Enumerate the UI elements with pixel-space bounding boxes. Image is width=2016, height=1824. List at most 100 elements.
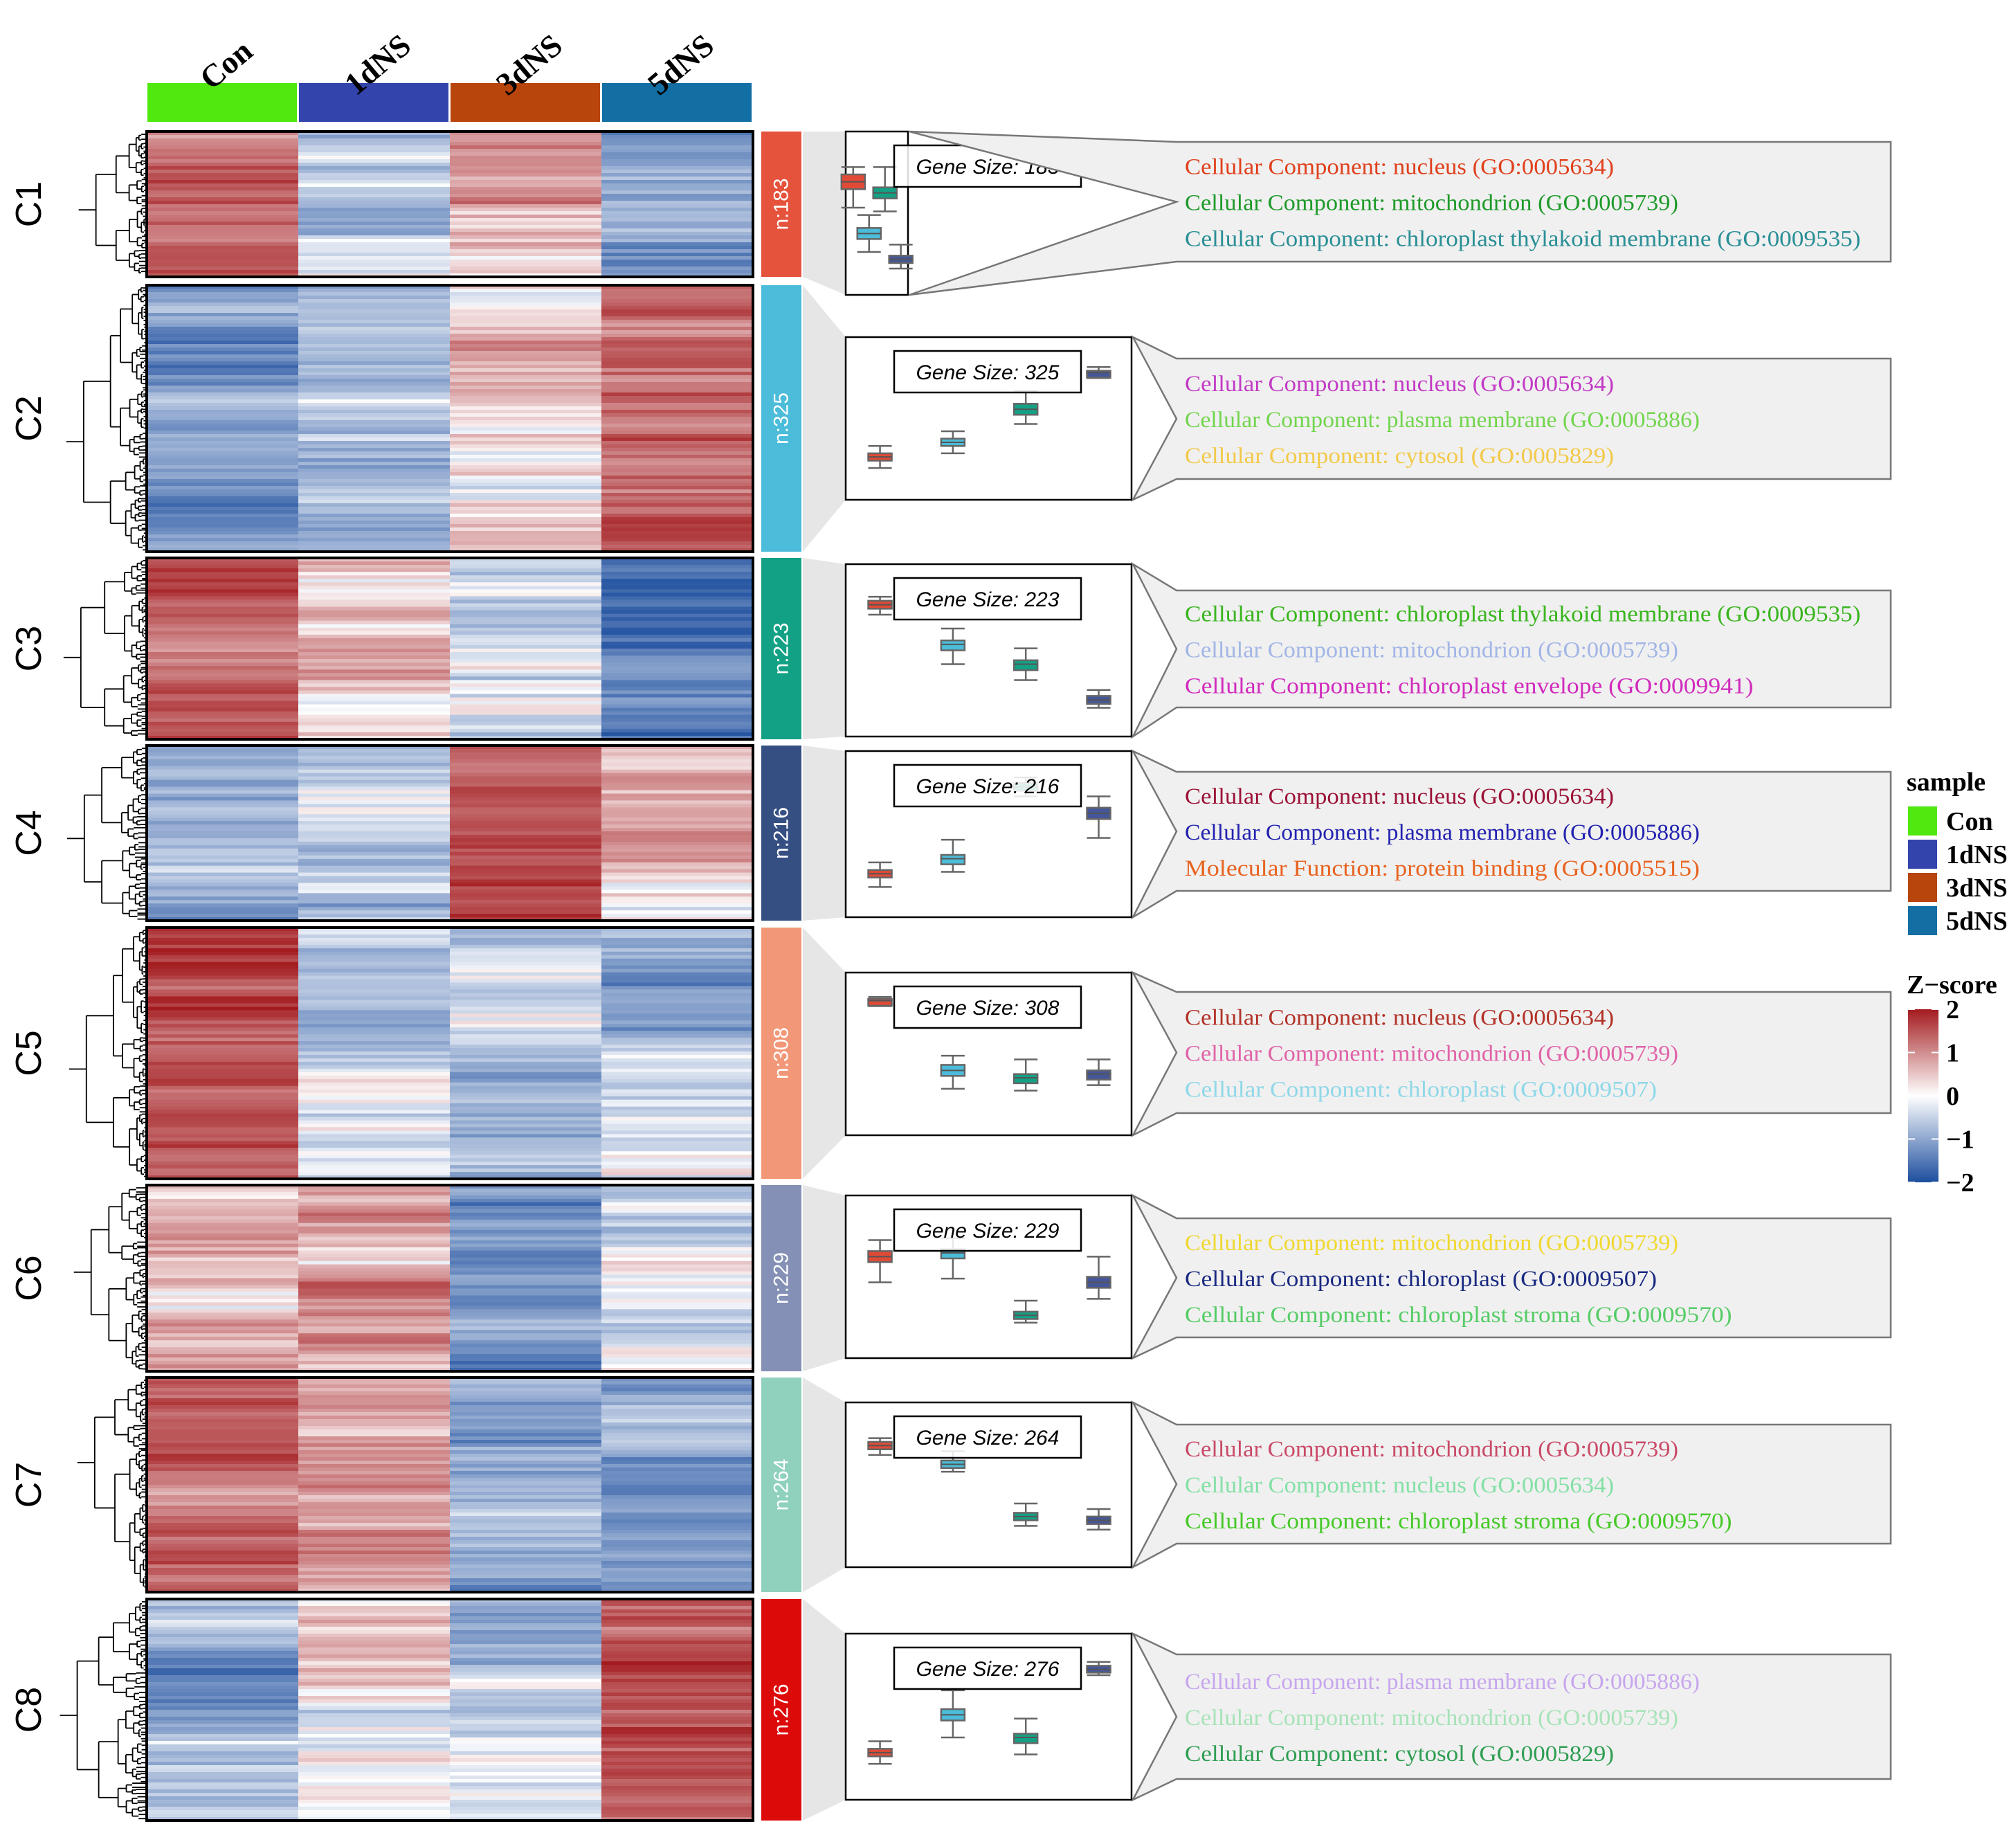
heatmap-cell	[601, 1509, 753, 1513]
heatmap-cell	[298, 1762, 450, 1766]
heatmap-cell	[147, 917, 298, 921]
heatmap-cell	[147, 197, 298, 201]
heatmap-cell	[450, 1250, 601, 1255]
heatmap-cell	[298, 1492, 450, 1496]
heatmap-cell	[147, 1814, 298, 1818]
heatmap-cell	[298, 1589, 450, 1593]
heatmap-cell	[601, 1654, 753, 1659]
heatmap-cell	[298, 194, 450, 198]
heatmap-cell	[450, 1589, 601, 1593]
heatmap-cell	[147, 1034, 298, 1038]
heatmap-cell	[298, 638, 450, 642]
heatmap-cell	[601, 1288, 753, 1293]
heatmap-cell	[147, 1616, 298, 1620]
heatmap-cell	[147, 928, 298, 932]
heatmap-cell	[147, 1789, 298, 1794]
heatmap-cell	[298, 910, 450, 914]
heatmap-cell	[298, 907, 450, 911]
heatmap-cell	[298, 368, 450, 372]
heatmap-cell	[601, 1330, 753, 1334]
heatmap-cell	[147, 1361, 298, 1365]
boxplot-panel: Gene Size: 183	[840, 130, 1082, 296]
heatmap-cell	[601, 472, 753, 476]
heatmap-cell	[147, 886, 298, 890]
heatmap-cell	[298, 1654, 450, 1659]
heatmap-cell	[147, 644, 298, 649]
heatmap-cell	[601, 1471, 753, 1475]
heatmap-cell	[147, 1378, 298, 1382]
heatmap-cell	[147, 330, 298, 334]
heatmap-cell	[450, 824, 601, 829]
heatmap-cell	[298, 1713, 450, 1717]
heatmap-cell	[147, 714, 298, 719]
heatmap-cell	[450, 1492, 601, 1496]
heatmap-cell	[450, 296, 601, 300]
heatmap-cell	[601, 773, 753, 777]
heatmap-cell	[601, 1616, 753, 1620]
heatmap-cell	[298, 725, 450, 730]
heatmap-cell	[601, 285, 753, 289]
heatmap-cell	[450, 1158, 601, 1162]
heatmap-cell	[601, 413, 753, 417]
heatmap-cell	[601, 197, 753, 201]
heatmap-cell	[147, 1323, 298, 1327]
heatmap-cell	[298, 507, 450, 511]
heatmap-cell	[450, 215, 601, 219]
heatmap-cell	[298, 1575, 450, 1579]
heatmap-cell	[147, 469, 298, 473]
heatmap-cell	[147, 1513, 298, 1517]
heatmap-cell	[147, 1717, 298, 1721]
heatmap-cell	[147, 1627, 298, 1631]
heatmap-cell	[147, 1175, 298, 1180]
heatmap-cell	[147, 344, 298, 348]
heatmap-cell	[147, 1468, 298, 1472]
heatmap-cell	[147, 1606, 298, 1610]
heatmap-cell	[147, 934, 298, 939]
heatmap-cell	[450, 638, 601, 642]
heatmap-cell	[601, 437, 753, 442]
heatmap-cell	[450, 1041, 601, 1045]
heatmap-cell	[147, 732, 298, 737]
heatmap-cell	[298, 1599, 450, 1603]
heatmap-cell	[298, 879, 450, 884]
heatmap-cell	[601, 1800, 753, 1804]
boxplot-panel: Gene Size: 325	[844, 336, 1133, 501]
heatmap-cell	[147, 848, 298, 853]
heatmap-cell	[601, 1344, 753, 1348]
heatmap-cell	[601, 249, 753, 253]
heatmap-cell	[601, 1347, 753, 1351]
heatmap-cell	[298, 1141, 450, 1145]
heatmap-cell	[298, 1351, 450, 1355]
heatmap-cell	[450, 1557, 601, 1562]
heatmap-cell	[601, 344, 753, 348]
heatmap-cell	[450, 451, 601, 455]
heatmap-cell	[298, 572, 450, 576]
dendrogram	[60, 1601, 145, 1820]
cluster-size-bar	[761, 1378, 801, 1592]
heatmap-cell	[450, 410, 601, 414]
heatmap-cell	[298, 1634, 450, 1638]
heatmap-cell	[298, 773, 450, 777]
heatmap-cell	[601, 1516, 753, 1520]
heatmap-cell	[298, 979, 450, 984]
heatmap-cell	[450, 937, 601, 942]
heatmap-cell	[298, 1568, 450, 1572]
heatmap-cell	[601, 610, 753, 615]
heatmap-cell	[147, 711, 298, 716]
heatmap-cell	[147, 1644, 298, 1648]
heatmap-cell	[601, 1402, 753, 1406]
heatmap-cell	[450, 944, 601, 949]
heatmap-cell	[601, 299, 753, 303]
heatmap-cell	[147, 434, 298, 438]
heatmap-cell	[147, 779, 298, 784]
heatmap-cell	[450, 208, 601, 212]
heatmap-cell	[601, 1706, 753, 1710]
heatmap-cell	[298, 399, 450, 404]
heatmap-cell	[450, 869, 601, 874]
heatmap-cell	[147, 1340, 298, 1344]
heatmap-cell	[298, 1447, 450, 1451]
heatmap-cell	[601, 769, 753, 774]
heatmap-cell	[298, 1340, 450, 1344]
heatmap-cell	[147, 190, 298, 195]
heatmap-cell	[601, 1447, 753, 1451]
